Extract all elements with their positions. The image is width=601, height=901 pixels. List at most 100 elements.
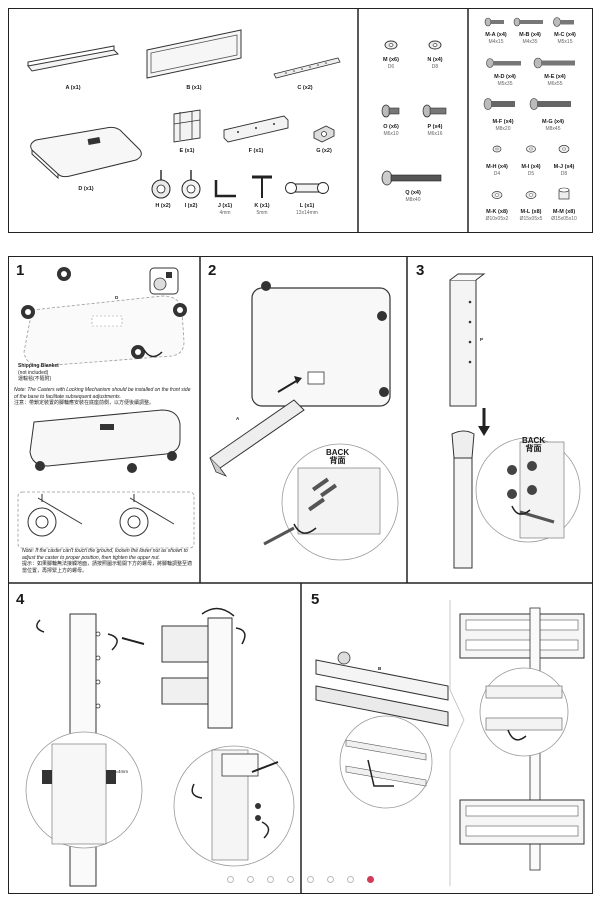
bolt-o-icon [381,104,400,118]
part-l-wrench [285,182,329,194]
step-3-back-en: BACK [522,436,546,445]
hw-mj-size: D8 [560,171,568,177]
step-5-illustration [315,600,585,886]
step-1-note-2-en: Note: If the caster can't touch the grou… [22,548,188,561]
hw-mf-size: M8x20 [495,126,511,132]
hw-ml-size: Ø15x05x5 [519,216,543,222]
page-dot[interactable] [367,876,374,883]
hw-mm-label: M-M (x8) [552,209,576,215]
part-h-label: H (x2) [155,203,171,209]
step-3-back-cn: 背面 [525,444,542,453]
washer-n-icon [428,40,442,50]
bolt-p-icon [422,104,447,118]
hw-ml-label: M-L (x8) [520,209,542,215]
page-dot[interactable] [267,876,274,883]
part-j-label: J (x1) [217,203,233,209]
part-g-clip [313,125,335,143]
part-a-label: A (x1) [65,85,81,91]
step-5-number: 5 [311,591,320,608]
step-2-back: BACK 背面 [326,449,349,465]
hw-me-label: M-E (x4) [544,74,566,80]
parts-dividers [357,9,469,232]
part-e-bracket [173,109,201,143]
step-1-note-2-cn: 提示：如果腳輪無法接觸地面，請按照圖示鬆開下方的螺母，將腳輪調整至適當位置，再擰… [22,561,193,574]
shipping-blanket-label: Shipping Blanket (not included) 運輸毯(不隨附) [18,363,78,383]
step-1-note-1: Note: The Casters with Locking Mechanism… [14,387,196,407]
page-dot[interactable] [327,876,334,883]
part-i-caster [181,170,201,199]
hw-mh-label: M-H (x4) [486,164,508,170]
hw-p-label: P (x4) [427,124,443,130]
part-k-t-handle [252,175,272,198]
hw-mc-label: M-C (x4) [554,32,576,38]
step-1-number: 1 [16,262,25,279]
bolt-q-icon [381,170,442,186]
step-3-illustration [449,273,581,569]
right-hardware-icons [483,17,575,200]
hw-mf-label: M-F (x4) [492,119,514,125]
hw-m-size: D6 [387,64,395,70]
hw-me-size: M6x55 [547,81,563,87]
part-j-size: 4mm [219,210,231,216]
step-2-illustration [209,281,399,561]
page-dot[interactable] [307,876,314,883]
part-f-label: F (x1) [248,148,264,154]
part-f-bar [223,115,289,143]
hw-mb-size: M4x35 [522,39,538,45]
part-c-strip [273,57,341,79]
page-dot[interactable] [347,876,354,883]
part-d-base [30,126,142,180]
part-i-label: I (x2) [184,203,198,209]
hw-mb-label: M-B (x4) [519,32,541,38]
part-l-size: 13x14mm [296,210,318,216]
pagination [227,876,377,884]
part-b-label: B (x1) [186,85,202,91]
step-2-back-en: BACK [326,448,350,457]
hw-mh-size: D4 [493,171,501,177]
hw-md-size: M5x35 [497,81,513,87]
hw-mc-size: M5x15 [557,39,573,45]
hw-mj-label: M-J (x4) [553,164,575,170]
hw-o-label: O (x6) [383,124,399,130]
hw-mg-label: M-G (x4) [542,119,564,125]
hw-mi-size: D5 [527,171,535,177]
step-1-note-1-en: Note: The Casters with Locking Mechanism… [14,387,191,400]
step-4-illustration [25,607,295,887]
part-c-label: C (x2) [297,85,313,91]
part-h-caster [151,170,171,199]
part-d-label: D (x1) [78,186,94,192]
hw-mk-size: Ø10x05x2 [485,216,509,222]
hw-o-size: M6x10 [383,131,399,137]
shipping-blanket-cn: 運輸毯(不隨附) [18,376,52,382]
part-l-label: L (x1) [299,203,315,209]
step-1-badge: D [115,295,119,300]
shipping-blanket-en: Shipping Blanket [18,363,59,369]
step-1-note-1-cn: 注意：帶鎖定裝置的腳輪應安裝在底座前側，以方便後續調整。 [14,400,155,406]
hw-q-size: M8x40 [405,197,421,203]
part-j-allen-key [214,180,236,198]
step-4-number: 4 [16,591,25,608]
part-a-tube [27,45,120,72]
page-dot[interactable] [287,876,294,883]
shipping-blanket-note: (not included) [18,369,49,376]
hw-mm-size: Ø15x05x10 [551,216,577,222]
hw-m-label: M (x6) [383,57,399,63]
hw-q-label: Q (x4) [405,190,421,196]
hw-n-size: D8 [431,64,439,70]
step-2-number: 2 [208,262,217,279]
page-dot[interactable] [247,876,254,883]
hw-ma-size: M4x15 [488,39,504,45]
step-1-illustration [17,267,195,549]
page-dot[interactable] [227,876,234,883]
part-b-rail [146,29,242,79]
step-5-badge: B [378,666,382,671]
washer-m-icon [384,40,398,50]
part-g-label: G (x2) [316,148,332,154]
hw-mi-label: M-I (x4) [521,164,541,170]
hw-mg-size: M8x45 [545,126,561,132]
hw-n-label: N (x4) [427,57,443,63]
step-1-note-2: Note: If the caster can't touch the grou… [22,548,192,574]
part-k-label: K (x1) [254,203,270,209]
step-3-number: 3 [416,262,425,279]
